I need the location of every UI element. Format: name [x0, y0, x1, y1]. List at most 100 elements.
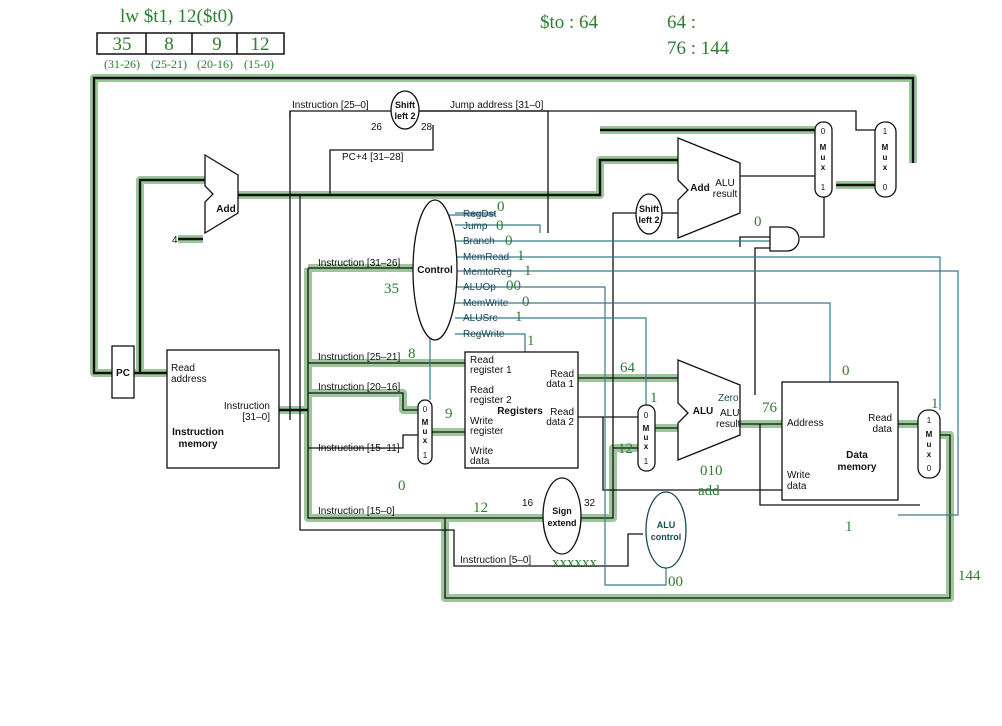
instruction-memory-label-1: Instruction — [172, 427, 224, 438]
svg-text:1: 1 — [883, 127, 888, 136]
signal-memwrite-value: 0 — [522, 294, 530, 310]
shift-left-2-jump: Shift left 2 — [390, 90, 420, 130]
write-data-a: Write — [470, 446, 494, 457]
ann-alu-op-name: add — [698, 483, 720, 499]
shift-top-label-1: Shift — [395, 100, 415, 110]
ann-alusrc-in: 12 — [618, 441, 633, 457]
pc-register: PC — [111, 345, 135, 399]
field-bits-rs: (25-21) — [151, 57, 187, 71]
field-bits-imm: (15-0) — [244, 57, 274, 71]
ann-funct: xxxxxx — [552, 555, 598, 571]
constant-four: 4 — [172, 235, 178, 246]
field-rs: 8 — [164, 34, 174, 55]
field-bits-rt: (20-16) — [197, 57, 233, 71]
svg-text:0: 0 — [423, 405, 428, 414]
wire-labels: Instruction [25–0] Jump address [31–0] P… — [292, 100, 544, 566]
control-label: Control — [417, 265, 453, 276]
svg-text:1: 1 — [423, 451, 428, 460]
label-instr-5-0: Instruction [5–0] — [460, 555, 531, 566]
branch-adder-result-2: result — [713, 189, 738, 200]
field-bits-op: (31-26) — [104, 57, 140, 71]
data-read-label-1: Read — [868, 413, 892, 424]
label-instr-20-16: Instruction [20–16] — [318, 382, 400, 393]
alu-control: ALU control — [645, 491, 687, 569]
ann-regdst-mux: 0 — [398, 478, 406, 494]
label-pc4: PC+4 [31–28] — [342, 152, 404, 163]
value-annotations: 35 8 9 12 0 64 1 12 0 010 add 76 0 1 1 x… — [384, 214, 981, 590]
bits-28-label: 28 — [421, 122, 433, 133]
shift-mid-label-2: left 2 — [638, 215, 659, 225]
svg-text:1: 1 — [927, 416, 932, 425]
ann-imm: 12 — [473, 500, 488, 516]
svg-text:0: 0 — [927, 464, 932, 473]
register-note: $to : 64 — [540, 12, 599, 33]
read-address-label-1: Read — [171, 363, 195, 374]
registers-label: Registers — [497, 406, 543, 417]
signal-memtoreg-value: 1 — [524, 263, 532, 279]
read-data-2-a: Read — [550, 407, 574, 418]
ann-rs: 8 — [408, 346, 416, 362]
write-data-b: data — [470, 456, 490, 467]
svg-text:1: 1 — [644, 457, 649, 466]
signal-memwrite: MemWrite — [463, 298, 509, 309]
instruction-title: lw $t1, 12($t0) — [120, 6, 233, 27]
signal-regdst-value: 0 — [497, 199, 505, 215]
read-data-2-b: data 2 — [546, 417, 574, 428]
ann-alu-ctrl: 010 — [700, 463, 723, 479]
ann-rt: 9 — [445, 406, 453, 422]
bits-32-label: 32 — [584, 498, 596, 509]
svg-text:u: u — [423, 427, 428, 436]
label-jump-address: Jump address [31–0] — [450, 100, 544, 111]
write-register-b: register — [470, 426, 504, 437]
jump-mux: 1 M u x 0 — [874, 121, 897, 198]
memory-note-2: 76 : 144 — [667, 38, 730, 59]
ann-opcode: 35 — [384, 281, 399, 297]
field-op: 35 — [113, 34, 132, 55]
data-memory-label-1: Data — [846, 450, 868, 461]
branch-adder: Add ALU result — [677, 137, 741, 239]
alusrc-mux: 0 M u x 1 — [637, 404, 656, 472]
memory-note-1: 64 : — [667, 12, 696, 33]
label-instr-31-26: Instruction [31–26] — [318, 258, 400, 269]
data-read-label-2: data — [873, 424, 893, 435]
ann-memtoreg-sel: 1 — [931, 396, 939, 412]
read-register-2-b: register 2 — [470, 395, 512, 406]
read-register-2-a: Read — [470, 385, 494, 396]
ann-memread: 1 — [845, 519, 853, 535]
instruction-memory: Read address Instruction [31–0] Instruct… — [166, 349, 280, 469]
label-instr-15-11: Instruction [15–11] — [318, 443, 400, 454]
data-write-label-2: data — [787, 481, 807, 492]
svg-text:x: x — [927, 450, 932, 459]
memtoreg-mux: 1 M u x 0 — [917, 409, 941, 479]
svg-text:x: x — [883, 163, 888, 172]
field-imm: 12 — [251, 34, 270, 55]
signal-branch-value: 0 — [505, 233, 513, 249]
svg-text:x: x — [644, 442, 649, 451]
register-file: Read register 1 Read register 2 Write re… — [464, 351, 579, 469]
svg-text:M: M — [820, 143, 827, 152]
branch-adder-result-1: ALU — [715, 178, 734, 189]
instruction-fields: 35 8 9 12 (31-26) (25-21) (20-16) (15-0) — [96, 32, 285, 71]
data-memory: Address Read data Write data Data memory — [781, 381, 899, 501]
svg-text:0: 0 — [644, 411, 649, 420]
ann-read-data1: 64 — [620, 360, 636, 376]
ann-zero-out: 0 — [842, 363, 850, 379]
read-register-1-a: Read — [470, 355, 494, 366]
pc-adder: Add — [204, 153, 239, 235]
bits-16-label: 16 — [522, 498, 534, 509]
svg-text:0: 0 — [883, 183, 888, 192]
signal-memread: MemRead — [463, 252, 509, 263]
control-signals: RegDst 0 Jump 0 Branch 0 MemRead 1 Memto… — [463, 199, 535, 349]
write-register-a: Write — [470, 416, 494, 427]
alu-result-label-1: ALU — [720, 408, 739, 419]
ann-alusrc-sel: 1 — [650, 390, 658, 406]
shift-top-label-2: left 2 — [394, 111, 415, 121]
signal-aluop-value: 00 — [506, 278, 521, 294]
signal-jump: Jump — [463, 221, 488, 232]
data-address-label: Address — [787, 418, 824, 429]
svg-text:u: u — [883, 153, 888, 162]
shift-left-2-branch: Shift left 2 — [635, 193, 663, 235]
ann-alu-result: 76 — [762, 400, 778, 416]
shift-mid-label-1: Shift — [639, 204, 659, 214]
